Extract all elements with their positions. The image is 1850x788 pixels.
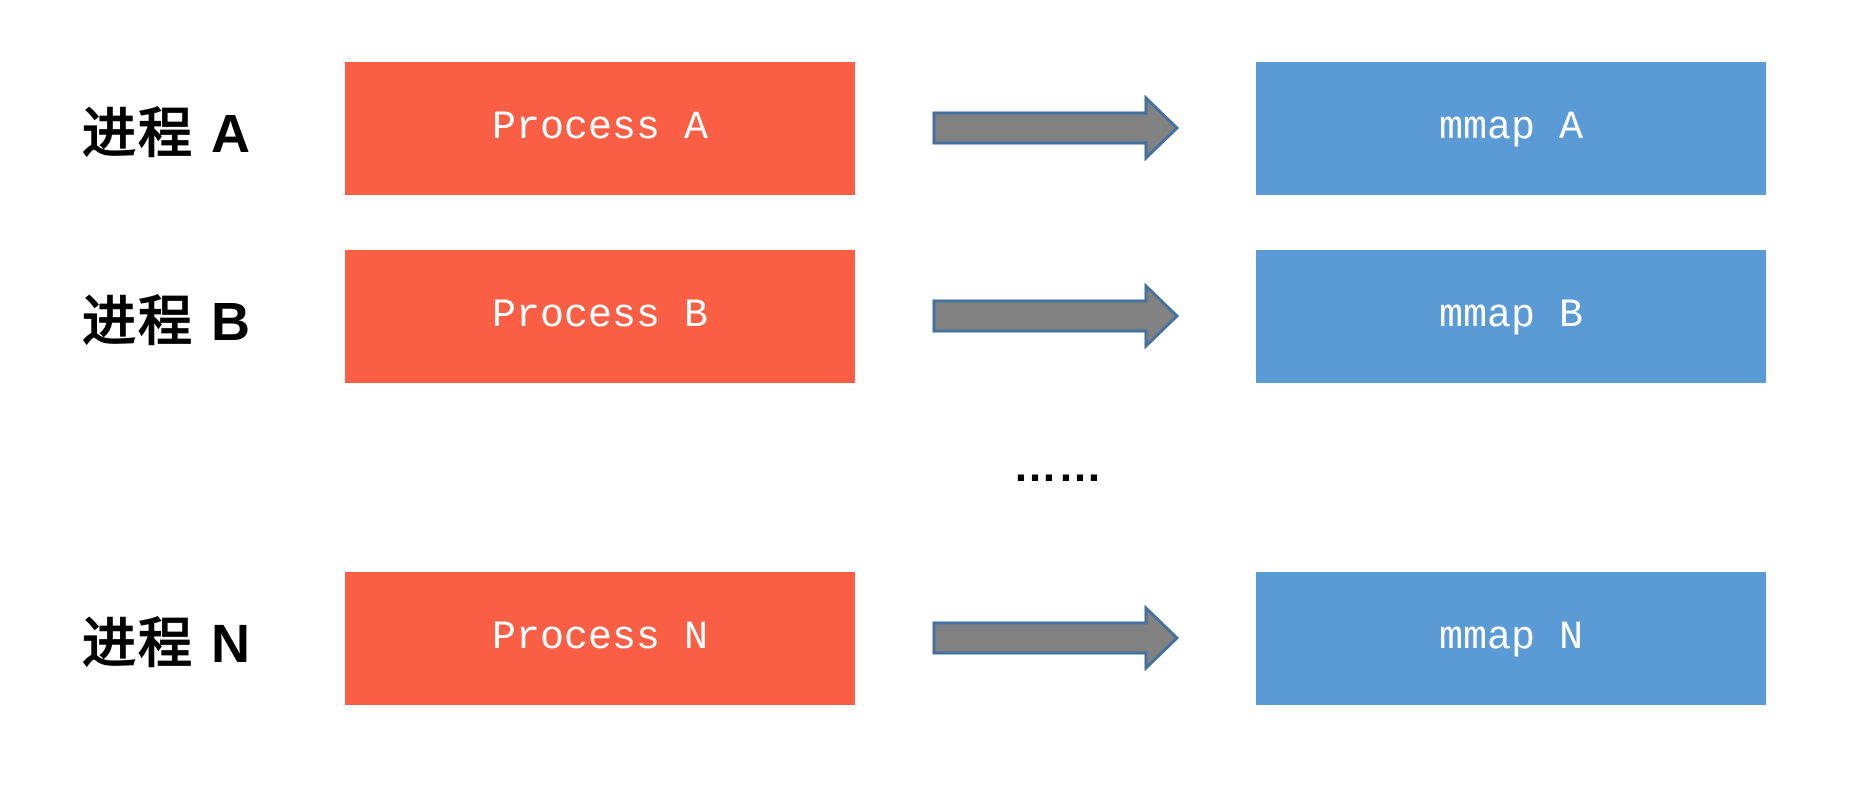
mmap-box-n: mmap N (1256, 572, 1766, 705)
arrow-right-icon (932, 605, 1180, 671)
process-row-a: 进程 A Process A mmap A (0, 62, 1850, 195)
arrow-right-icon (932, 95, 1180, 161)
process-box-b: Process B (345, 250, 855, 383)
mmap-box-b: mmap B (1256, 250, 1766, 383)
ellipsis-dots: …… (1013, 442, 1103, 491)
process-label-a: 进程 A (82, 104, 252, 164)
process-row-n: 进程 N Process N mmap N (0, 572, 1850, 705)
process-label-n: 进程 N (82, 614, 252, 674)
process-label-b: 进程 B (82, 292, 252, 352)
mmap-box-a: mmap A (1256, 62, 1766, 195)
arrow-right-icon (932, 283, 1180, 349)
process-box-n: Process N (345, 572, 855, 705)
process-box-a: Process A (345, 62, 855, 195)
process-row-b: 进程 B Process B mmap B (0, 250, 1850, 383)
